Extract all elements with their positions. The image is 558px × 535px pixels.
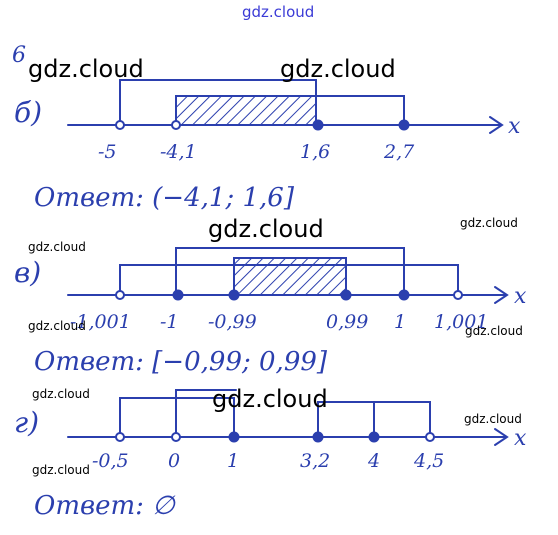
filled-point-b-3 [312,119,324,131]
tick-label: -0,99 [208,311,257,333]
intersection-v [233,257,347,296]
part-label-g: г) [14,406,39,439]
part-label-b: б) [14,96,42,129]
open-point-g-6 [425,432,435,442]
open-point-g-1 [115,432,125,442]
tick-label: -1 [160,311,179,333]
watermark-small: gdz.cloud [28,240,86,254]
axis-arrow-b [489,116,504,134]
open-point-v-6 [453,290,463,300]
axis-arrow-g [494,428,509,446]
answer-v: Ответ: [−0,99; 0,99] [34,347,328,377]
watermark-small: gdz.cloud [32,463,90,477]
part-label-v: в) [14,256,41,289]
watermark-large: gdz.cloud [280,55,396,83]
tick-label: 0,99 [326,311,368,333]
interval-bracket-g2 [175,389,237,438]
open-point-b-2 [171,120,181,130]
tick-label: 1,001 [434,311,488,333]
tick-label: 1 [227,450,239,472]
watermark-large: gdz.cloud [208,215,324,243]
filled-point-v-3 [228,289,240,301]
tick-label: 2,7 [383,141,415,163]
axis-arrow-v [494,286,509,304]
filled-point-b-4 [398,119,410,131]
page-number: 6 [12,43,26,68]
answer-g: Ответ: ∅ [34,491,176,521]
tick-label: 3,2 [300,450,330,472]
watermark-small: gdz.cloud [32,387,90,401]
filled-point-v-2 [172,289,184,301]
tick-label: 4 [367,450,380,472]
tick-label: 1,6 [300,141,330,163]
filled-point-v-4 [340,289,352,301]
tick-label: -0,5 [92,450,129,472]
filled-point-g-3 [228,431,240,443]
axis-label-v: x [514,284,527,309]
watermark-small: gdz.cloud [460,216,518,230]
open-point-v-1 [115,290,125,300]
answer-b: Ответ: (−4,1; 1,6] [34,183,295,213]
watermark-small: gdz.cloud [464,412,522,426]
watermark-small: gdz.cloud [28,319,86,333]
tick-label: -1,001 [70,311,131,333]
watermark-large: gdz.cloud [28,55,144,83]
tick-label: -4,1 [160,141,197,163]
filled-point-g-4 [312,431,324,443]
watermark-large: gdz.cloud [212,385,328,413]
tick-label: 4,5 [413,450,444,472]
axis-label-b: x [508,114,521,139]
axis-label-g: x [514,426,527,451]
open-point-b-1 [115,120,125,130]
open-point-g-2 [171,432,181,442]
tick-label: -5 [98,141,117,163]
interval-bracket-v2 [175,247,405,296]
tick-label: 0 [168,450,180,472]
intersection-b [175,95,317,126]
filled-point-g-5 [368,431,380,443]
tick-label: 1 [394,311,406,333]
watermark-top: gdz.cloud [242,3,315,21]
filled-point-v-5 [398,289,410,301]
watermark-small: gdz.cloud [465,324,523,338]
